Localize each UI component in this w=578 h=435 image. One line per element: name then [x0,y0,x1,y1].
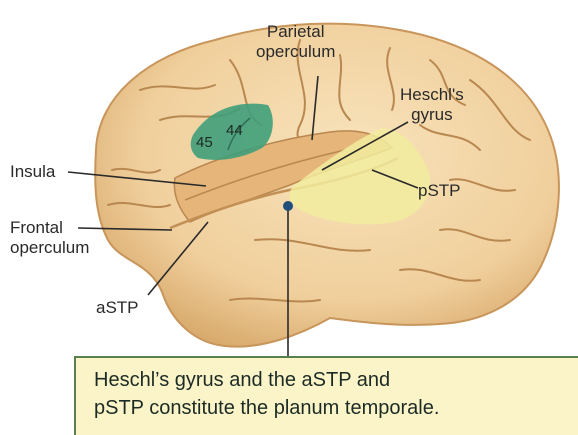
label-area-45: 45 [196,134,213,151]
label-pstp: pSTP [418,181,461,201]
label-parietal-line2: operculum [256,42,335,62]
label-frontal-operculum: Frontal operculum [10,218,89,258]
caption-box: Heschl’s gyrus and the aSTP and pSTP con… [74,356,578,435]
label-heschls-line2: gyrus [400,105,464,125]
label-heschls-line1: Heschl's [400,85,464,105]
label-parietal-operculum: Parietal operculum [256,22,335,62]
caption-line-2: pSTP constitute the planum temporale. [94,394,568,422]
label-area-44: 44 [226,122,243,139]
label-parietal-line1: Parietal [256,22,335,42]
label-frontal-line2: operculum [10,238,89,258]
label-insula: Insula [10,162,55,182]
label-frontal-line1: Frontal [10,218,89,238]
label-astp: aSTP [96,298,139,318]
label-heschls-gyrus: Heschl's gyrus [400,85,464,125]
caption-line-1: Heschl’s gyrus and the aSTP and [94,366,568,394]
pointer-dot [283,201,293,211]
